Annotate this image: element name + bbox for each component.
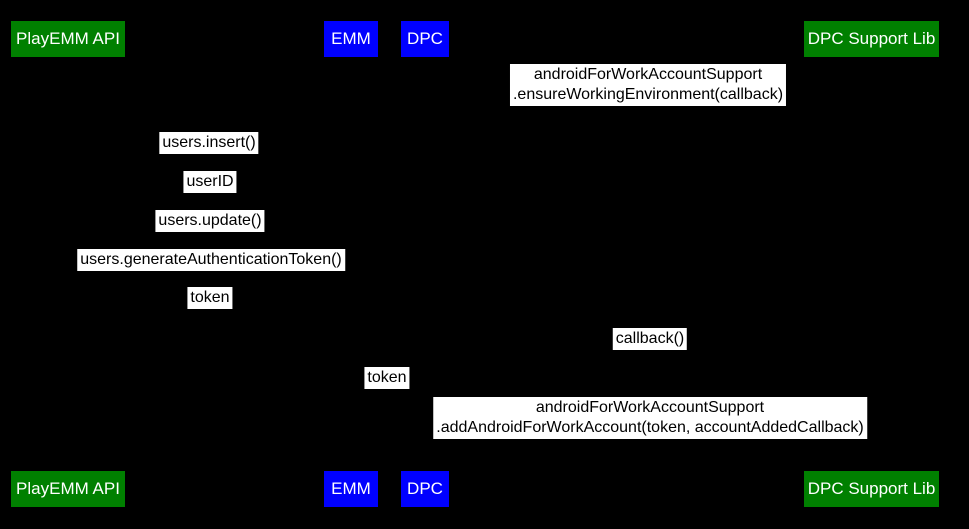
message-add-android-for-work-account: androidForWorkAccountSupport .addAndroid…	[433, 397, 867, 439]
message-ensure-working-environment: androidForWorkAccountSupport .ensureWork…	[509, 64, 787, 106]
actor-dpc-bottom: DPC	[401, 471, 449, 507]
message-userid: userID	[183, 171, 237, 193]
message-line: androidForWorkAccountSupport	[535, 399, 765, 416]
actor-dpc-support-lib-bottom: DPC Support Lib	[804, 471, 939, 507]
message-line: token	[367, 369, 407, 386]
message-callback: callback()	[612, 328, 688, 350]
message-line: users.generateAuthenticationToken()	[80, 251, 342, 268]
message-line: callback()	[615, 330, 685, 347]
message-line: userID	[186, 173, 234, 190]
actor-dpc-support-lib-top: DPC Support Lib	[804, 21, 939, 57]
message-line: .ensureWorkingEnvironment(callback)	[512, 86, 784, 103]
actor-playemm-api-top: PlayEMM API	[11, 21, 125, 57]
message-users-update: users.update()	[155, 210, 265, 232]
message-line: token	[190, 289, 230, 306]
message-generate-authentication-token: users.generateAuthenticationToken()	[77, 249, 345, 271]
message-users-insert: users.insert()	[159, 132, 259, 154]
message-line: users.insert()	[162, 134, 256, 151]
message-line: users.update()	[158, 212, 262, 229]
message-token-to-emm: token	[187, 287, 233, 309]
actor-playemm-api-bottom: PlayEMM API	[11, 471, 125, 507]
message-token-to-dpc: token	[364, 367, 410, 389]
message-line: .addAndroidForWorkAccount(token, account…	[436, 419, 864, 436]
actor-emm-bottom: EMM	[324, 471, 378, 507]
message-line: androidForWorkAccountSupport	[533, 66, 763, 83]
actor-dpc-top: DPC	[401, 21, 449, 57]
actor-emm-top: EMM	[324, 21, 378, 57]
